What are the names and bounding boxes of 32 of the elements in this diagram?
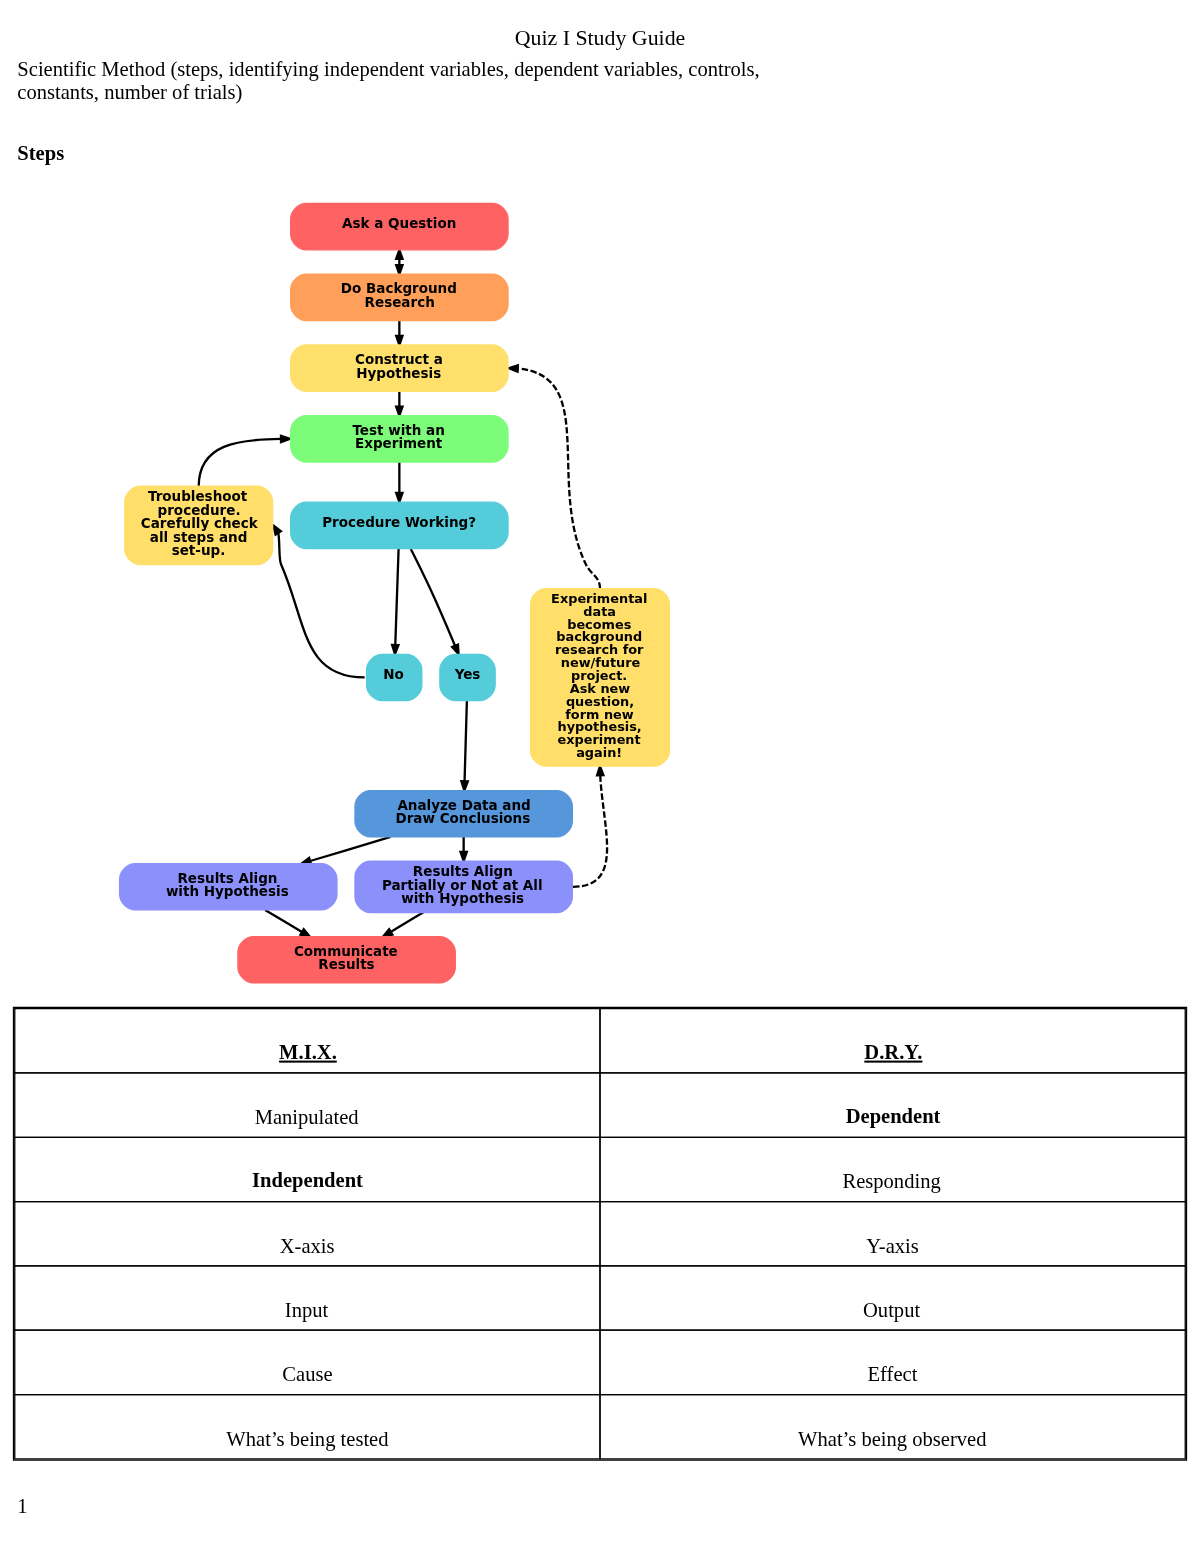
- node-box: Results Align with Hypothesis: [118, 863, 338, 911]
- label: What’s being observed: [798, 1427, 987, 1450]
- label: Cause: [282, 1363, 333, 1386]
- node-box: Construct a Hypothesis: [290, 344, 509, 392]
- node-box: Do Background Research: [290, 273, 509, 322]
- node-box: Procedure Working?: [290, 501, 509, 550]
- node-box: Communicate Results: [237, 936, 456, 984]
- node-box: Ask a Question: [290, 202, 509, 251]
- node-box: Analyze Data and Draw Conclusions: [354, 790, 573, 838]
- label: Scientific Method (steps, identifying independent variables, dependent variables, controls, constants, number of trials): [17, 57, 760, 104]
- label: M.I.X.: [279, 1040, 337, 1063]
- label: Dependent: [845, 1104, 941, 1127]
- node-box: Experimental data becomes background research for new/future project. Ask new question, form new hypothesis, experiment again!: [529, 588, 671, 767]
- node-box: Troubleshoot procedure. Carefully check all steps and set-up.: [124, 485, 274, 566]
- label: Y-axis: [866, 1234, 919, 1257]
- label: Output: [863, 1299, 921, 1322]
- label: Manipulated: [254, 1106, 359, 1129]
- label: Steps: [17, 141, 65, 164]
- node-box: Yes: [439, 653, 496, 702]
- node-box: Results Align Partially or Not at All with Hypothesis: [354, 860, 573, 914]
- label: D.R.Y.: [864, 1040, 923, 1063]
- diagram-title: Quiz I Study Guide: [514, 25, 686, 50]
- label: Independent: [252, 1169, 363, 1192]
- label: 1: [17, 1494, 28, 1517]
- label: What’s being tested: [226, 1427, 389, 1450]
- arrow: [271, 522, 365, 679]
- label: Effect: [867, 1363, 918, 1386]
- label: Input: [284, 1299, 329, 1322]
- label: Responding: [842, 1170, 941, 1193]
- label: X-axis: [279, 1234, 335, 1257]
- node-box: Test with an Experiment: [290, 415, 509, 463]
- node-box: No: [365, 653, 423, 702]
